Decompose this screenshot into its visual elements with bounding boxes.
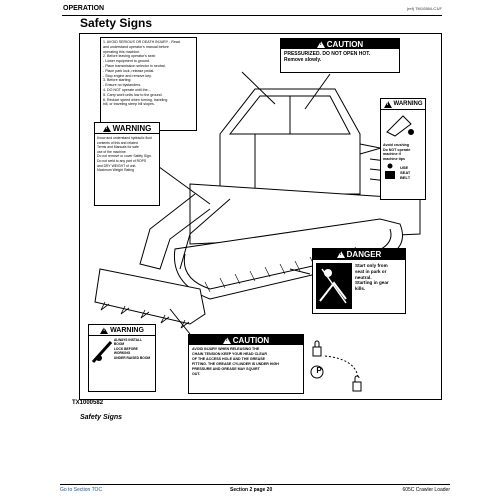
sign-heading: CAUTION: [232, 335, 270, 345]
page-title: Safety Signs: [80, 16, 153, 30]
sign-line: SEAT: [400, 169, 411, 175]
sign-line: kills.: [355, 286, 366, 292]
sign-line: contents of this and related: [97, 140, 138, 145]
sign-line: UNDER RAISED BOOM: [113, 355, 151, 360]
sign-line: OUT.: [192, 372, 201, 376]
sign-line: OF THE ACCESS HOLE AND THE GREASE: [192, 357, 266, 361]
sign-line: FITTING. THE GREASE CYLINDER IS UNDER HI…: [192, 362, 279, 366]
sign-line: Maximum Weight Rating: [97, 168, 134, 173]
sign-line: machine if: [383, 152, 401, 157]
sign-line: 5. Carry work units low to the ground.: [103, 92, 163, 97]
sign-line: LOCK BEFORE WORKING: [113, 346, 138, 356]
warning-triangle-icon: [383, 100, 392, 108]
sign-line: 6. Reduce speed when turning, traveling: [103, 97, 168, 102]
caution-track-tension-sign: CAUTION AVOID INJURY WHEN RELEASING THE …: [188, 334, 304, 394]
crawler-loader-illustration: [94, 71, 421, 392]
warning-triangle-icon: [102, 124, 111, 132]
sign-line: - Place park lock, release pedal.: [103, 68, 155, 73]
sign-line: - Lower equipment to ground.: [103, 59, 150, 64]
runover-hazard-icon: [316, 263, 352, 309]
warning-triangle-icon: [100, 326, 109, 334]
sign-line: and understand operator's manual before: [103, 44, 169, 49]
sign-heading: CAUTION: [326, 39, 364, 49]
sign-line: neutral.: [355, 274, 372, 280]
sign-line: USE: [400, 164, 409, 170]
sign-heading: WARNING: [393, 101, 423, 107]
sign-line: CHAIN TENSION KEEP YOUR HEAD CLEAR: [192, 352, 267, 356]
sign-line: ALWAYS INSTALL BOOM: [113, 338, 143, 347]
sign-heading: DANGER: [346, 250, 382, 259]
sign-heading: WARNING: [110, 326, 144, 334]
sign-line: 2. Before leaving operator's seat:: [103, 54, 156, 59]
sign-line: Terms and Manuals for safe: [97, 145, 139, 150]
sign-line: 1. AVOID SERIOUS OR DEATH INJURY - Read: [103, 40, 180, 44]
sign-line: Do not remove or cover Safety Sign.: [97, 154, 152, 159]
warning-rops-sign: WARNING Know and understand hydraulic fl…: [94, 122, 160, 206]
sign-line: 3. Before starting:: [103, 78, 132, 83]
machine-model: 605C Crawler Loader: [402, 487, 450, 493]
sign-line: Remove slowly.: [284, 57, 322, 63]
sign-line: - Ensure no bystanders.: [103, 83, 142, 88]
warning-boom-lock-sign: WARNING ALWAYS INSTALL BOOM LOCK BEFORE …: [88, 324, 156, 392]
park-symbol: P: [316, 366, 322, 375]
section-name: OPERATION: [63, 5, 105, 12]
sign-line: - Place transmission selector in neutral…: [103, 63, 166, 68]
sign-heading: WARNING: [112, 123, 152, 133]
sign-line: hill, or traveling steep hill slopes.: [103, 102, 155, 107]
page-number: Section 2 page 20: [230, 487, 273, 493]
sign-line: Starting in gear: [355, 280, 389, 286]
seat-belt-icon: [385, 163, 395, 180]
sign-line: seat in park or: [355, 268, 387, 274]
sign-line: and DRY WEIGHT of unit.: [97, 163, 137, 168]
danger-start-sign: DANGER Start only from seat in park or n…: [312, 248, 406, 314]
sign-line: - Stop engine and remove key.: [103, 73, 152, 78]
safety-signs-figure: 1. AVOID SERIOUS OR DEATH INJURY - Read …: [79, 33, 442, 400]
sign-line: 4. DO NOT operate until the...: [103, 87, 151, 92]
warning-triangle-icon: [316, 40, 325, 48]
boom-crush-icon: [91, 340, 112, 364]
sign-line: PRESSURIZED. DO NOT OPEN HOT.: [284, 51, 371, 57]
operator-instruction-sign: 1. AVOID SERIOUS OR DEATH INJURY - Read …: [100, 37, 197, 131]
page-header: OPERATION (ref) TM10584-C1/F: [62, 5, 442, 16]
sign-line: use of the machine.: [97, 149, 127, 154]
section-toc-link[interactable]: Go to Section TOC: [60, 487, 103, 493]
sign-line: Avoid crushing: [383, 143, 410, 147]
warning-triangle-icon: [336, 251, 345, 258]
sign-line: operating this machine.: [103, 49, 141, 54]
sign-line: PRESSURE AND GREASE MAY SQUIRT: [192, 367, 260, 371]
sign-line: machine tips: [383, 156, 405, 161]
page-footer: Go to Section TOC Section 2 page 20 605C…: [60, 484, 450, 495]
document-code: (ref) TM10584-C1/F: [406, 6, 442, 11]
figure-caption: TX1000582: [72, 400, 104, 406]
sign-line: Start only from: [355, 263, 388, 268]
sign-line: Know and understand hydraulic fluid: [97, 136, 152, 140]
warning-seat-belt-sign: WARNING Avoid crushing Do NOT operate ma…: [380, 98, 426, 200]
sign-line: AVOID INJURY WHEN RELEASING THE: [192, 347, 260, 351]
sign-line: BELT: [400, 174, 411, 180]
figure-subtitle: Safety Signs: [80, 414, 123, 421]
crush-hazard-icon: [386, 115, 414, 137]
caution-pressurized-sign: CAUTION PRESSURIZED. DO NOT OPEN HOT. Re…: [280, 38, 400, 73]
sign-line: Do NOT operate: [383, 147, 411, 152]
warning-triangle-icon: [222, 336, 231, 344]
sign-line: Do not weld to any part of ROPS: [97, 158, 147, 163]
